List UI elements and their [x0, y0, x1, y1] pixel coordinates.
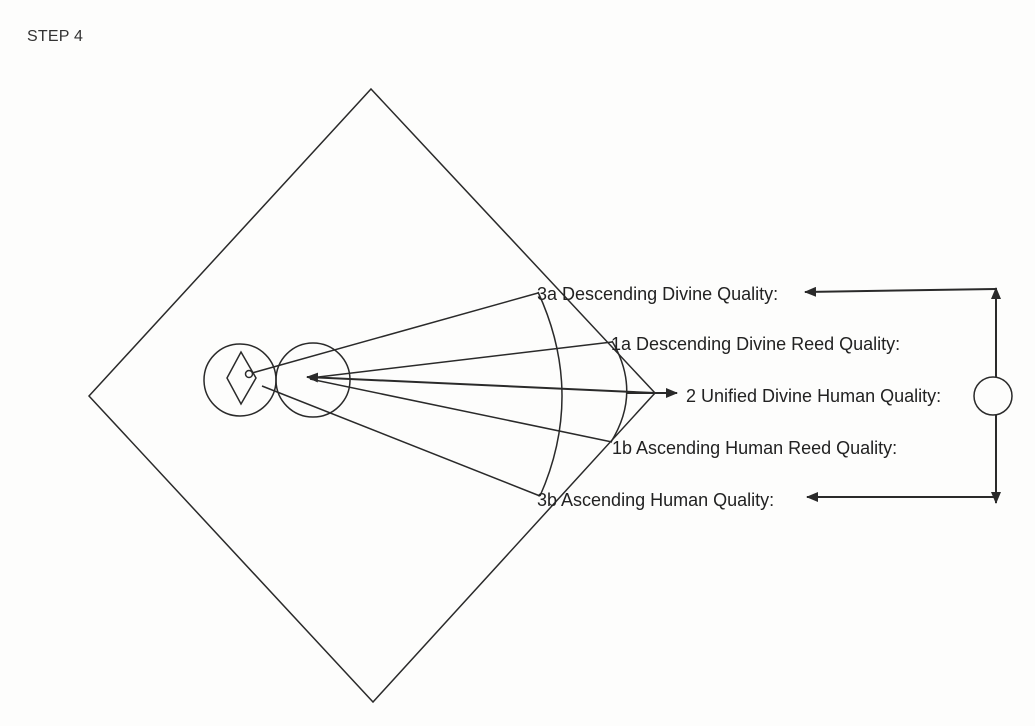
ray-3a — [251, 292, 539, 374]
label-2: 2 Unified Divine Human Quality: — [686, 386, 941, 406]
right-circle — [973, 376, 1013, 416]
ray-1a — [309, 341, 613, 379]
top-return-arrow — [804, 286, 997, 297]
ray-3b — [261, 385, 541, 497]
label-3b: 3b Ascending Human Quality: — [537, 490, 774, 510]
inner-diamond — [226, 350, 257, 406]
label-1b: 1b Ascending Human Reed Quality: — [612, 438, 897, 458]
ray-2-inward-arrow — [306, 372, 656, 394]
step-title: STEP 4 — [27, 28, 84, 45]
inner-arc — [610, 340, 628, 443]
center-circle — [275, 342, 351, 418]
inner-dot — [244, 369, 254, 379]
outer-arc — [537, 291, 563, 497]
label-3a: 3a Descending Divine Quality: — [537, 284, 778, 304]
outer-diamond — [87, 87, 657, 704]
label-1a: 1a Descending Divine Reed Quality: — [611, 334, 900, 354]
ray-1b — [309, 378, 613, 443]
